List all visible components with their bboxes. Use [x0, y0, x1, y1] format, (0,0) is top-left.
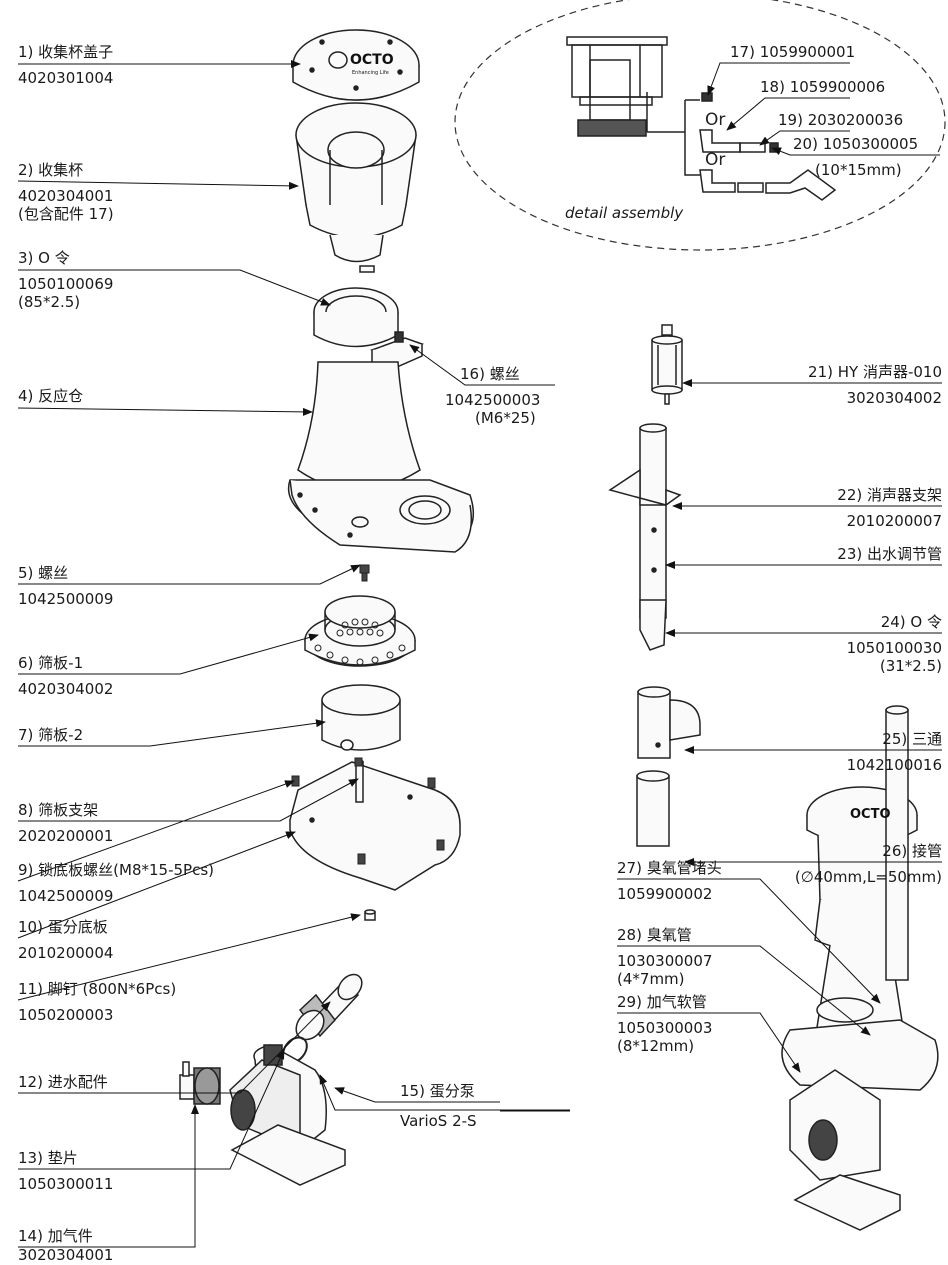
assembled-skimmer	[781, 705, 939, 1231]
part-3-note: (85*2.5)	[18, 293, 81, 311]
part-13-code: 1050300011	[18, 1175, 114, 1193]
part-5-name: 5) 螺丝	[18, 564, 69, 582]
part-11-code: 1050200003	[18, 1006, 114, 1024]
part-24-name: 24) O 令	[880, 613, 942, 631]
o-ring-collar	[313, 287, 399, 348]
part-3-name: 3) O 令	[18, 249, 70, 267]
screw-5	[359, 564, 370, 582]
collection-cup	[295, 102, 417, 273]
part-29-name: 29) 加气软管	[617, 993, 707, 1011]
part-16-note: (M6*25)	[475, 409, 536, 427]
inlet-fitting	[295, 973, 363, 1041]
part-4-name: 4) 反应仓	[18, 387, 84, 405]
or-label-2: Or	[705, 150, 725, 170]
part-19-name: 19) 2030200036	[778, 111, 904, 129]
connector-pipe	[636, 770, 670, 847]
part-22-code: 2010200007	[846, 512, 942, 530]
detail-leaders	[707, 62, 940, 156]
part-1-name: 1) 收集杯盖子	[18, 43, 114, 61]
part-10-name: 10) 蛋分底板	[18, 918, 108, 936]
sieve-plate-1	[304, 595, 416, 667]
part-16-code: 1042500003	[445, 391, 541, 409]
part-21-name: 21) HY 消声器-010	[808, 363, 942, 381]
part-17-name: 17) 1059900001	[730, 43, 856, 61]
lid-logo-tag: Enhancing Life	[352, 70, 389, 76]
part-6-name: 6) 筛板-1	[18, 654, 84, 672]
part-27-code: 1059900002	[617, 885, 713, 903]
part-26-name: 26) 接管	[882, 842, 942, 860]
part-20-name: 20) 1050300005	[793, 135, 919, 153]
air-fitting	[179, 1061, 221, 1105]
part-28-note: (4*7mm)	[617, 970, 685, 988]
part-9-code: 1042500009	[18, 887, 114, 905]
part-2-code: 4020304001	[18, 187, 114, 205]
part-7-name: 7) 筛板-2	[18, 726, 84, 744]
detail-assembly-caption: detail assembly	[565, 204, 684, 222]
part-8-name: 8) 筛板支架	[18, 801, 99, 819]
part-15-name: 15) 蛋分泵	[400, 1082, 475, 1100]
detail-skimmer-icon	[566, 36, 685, 137]
part-2-name: 2) 收集杯	[18, 161, 84, 179]
part-24-note: (31*2.5)	[879, 657, 942, 675]
part-28-name: 28) 臭氧管	[617, 926, 692, 944]
sieve-holes	[314, 618, 406, 666]
part-29-code: 1050300003	[617, 1019, 713, 1037]
adjust-tube	[608, 423, 682, 651]
reaction-chamber	[287, 361, 475, 553]
silencer	[651, 324, 683, 405]
part-2-note: (包含配件 17)	[18, 205, 114, 223]
part-5-code: 1042500009	[18, 590, 114, 608]
part-28-code: 1030300007	[617, 952, 713, 970]
part-29-note: (8*12mm)	[617, 1037, 695, 1055]
part-12-name: 12) 进水配件	[18, 1073, 108, 1091]
foot-stud	[364, 909, 376, 921]
or-label-1: Or	[705, 110, 725, 130]
part-23-name: 23) 出水调节管	[837, 545, 942, 563]
part-21-code: 3020304002	[846, 389, 942, 407]
lid-logo-text: OCTO	[350, 52, 394, 68]
part-13-name: 13) 垫片	[18, 1149, 78, 1167]
part-3-code: 1050100069	[18, 275, 114, 293]
part-14-name: 14) 加气件	[18, 1227, 93, 1245]
pump	[229, 1044, 346, 1186]
part-25-code: 1042100016	[846, 756, 942, 774]
part-10-code: 2010200004	[18, 944, 114, 962]
part-20-note: (10*15mm)	[815, 161, 902, 179]
part-25-name: 25) 三通	[882, 730, 942, 748]
part-11-name: 11) 脚钉 (800N*6Pcs)	[18, 980, 177, 998]
part-6-code: 4020304002	[18, 680, 114, 698]
leader-lines-right	[617, 379, 942, 1073]
assembled-logo-text: OCTO	[850, 807, 891, 822]
part-27-name: 27) 臭氧管堵头	[617, 859, 722, 877]
part-26-code: (∅40mm,L=50mm)	[794, 868, 942, 886]
tee-fitting	[637, 686, 701, 759]
sieve-plate-2	[321, 684, 401, 751]
part-9-name: 9) 锁底板螺丝(M8*15-5Pcs)	[18, 861, 215, 879]
part-18-name: 18) 1059900006	[760, 78, 886, 96]
detail-assembly-outline	[454, 0, 946, 251]
part-14-code: 3020304001	[18, 1246, 114, 1264]
part-24-code: 1050100030	[846, 639, 942, 657]
part-15-code: VarioS 2-S	[400, 1112, 477, 1130]
part-8-code: 2020200001	[18, 827, 114, 845]
part-1-code: 4020301004	[18, 69, 114, 87]
part-16-name: 16) 螺丝	[460, 365, 520, 383]
base-screws	[291, 757, 445, 865]
leader-lines-left	[17, 60, 570, 1248]
part-22-name: 22) 消声器支架	[837, 486, 942, 504]
